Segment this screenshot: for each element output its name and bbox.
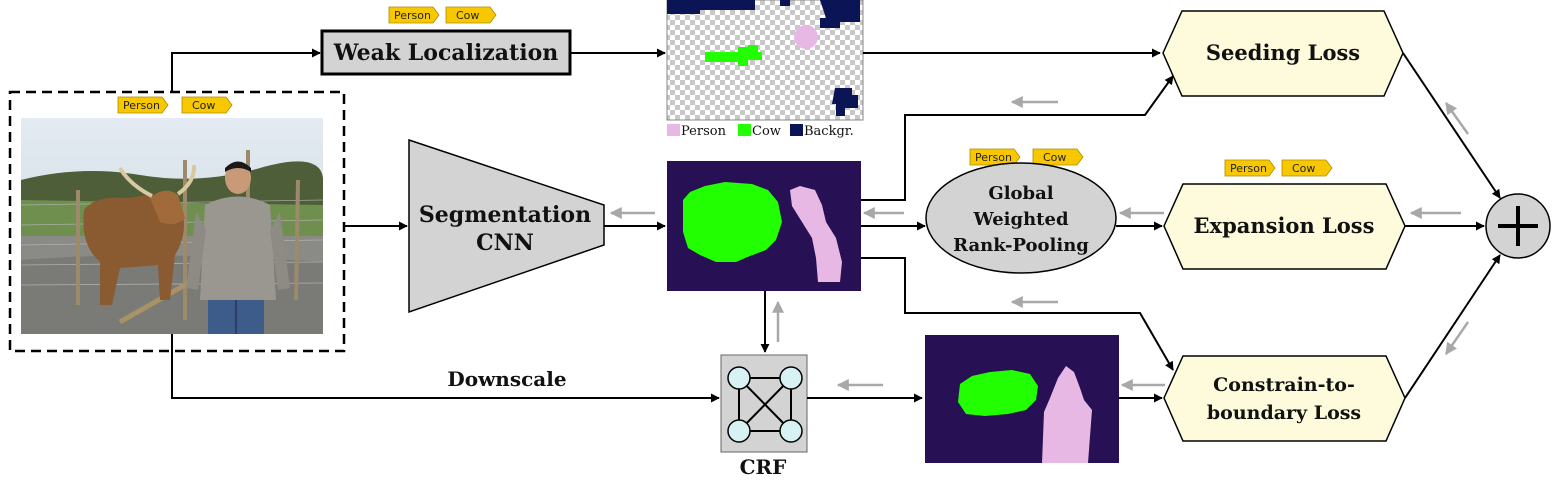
cow-figure <box>83 164 197 305</box>
global-pooling-label-2: Weighted <box>972 209 1068 230</box>
input-tag-cow: Cow <box>181 96 233 114</box>
segmentation-cnn-trapezoid <box>408 138 605 314</box>
svg-text:Cow: Cow <box>1043 151 1066 164</box>
crf-graph-icon <box>720 354 808 453</box>
input-image <box>20 118 324 334</box>
svg-text:Person: Person <box>681 124 727 139</box>
input-frame <box>8 90 346 353</box>
downscale-label: Downscale <box>447 367 566 391</box>
constrain-loss-hex <box>1163 355 1406 442</box>
constrain-loss-label-1: Constrain-to- <box>1213 374 1355 396</box>
pool-tag-person: Person <box>969 148 1021 166</box>
forward-arrows <box>171 48 1501 403</box>
global-pooling-ellipse <box>925 162 1117 274</box>
seed-map-legend: Person Cow Backgr. <box>667 124 854 139</box>
svg-text:Person: Person <box>1230 162 1267 175</box>
svg-text:Cow: Cow <box>1292 162 1315 175</box>
expansion-tag-cow: Cow <box>1281 159 1333 177</box>
svg-text:Person: Person <box>123 99 160 112</box>
seed-map <box>666 0 864 121</box>
tag-group-weakloc: Person Cow <box>388 6 497 24</box>
svg-text:Cow: Cow <box>456 9 479 22</box>
global-pooling-label-1: Global <box>988 183 1053 204</box>
segmentation-cnn-label-2: CNN <box>476 230 534 256</box>
sum-node <box>1485 193 1551 259</box>
seeding-loss-label: Seeding Loss <box>1206 40 1360 65</box>
expansion-loss-label: Expansion Loss <box>1194 213 1375 238</box>
crf-label: CRF <box>740 455 787 479</box>
weak-localization-box <box>320 29 572 76</box>
constrain-loss-label-2: boundary Loss <box>1207 402 1361 424</box>
segmentation-cnn-label-1: Segmentation <box>419 202 591 228</box>
global-pooling-label-3: Rank-Pooling <box>953 235 1089 256</box>
svg-text:Person: Person <box>975 151 1012 164</box>
gradient-arrows <box>609 96 1470 391</box>
svg-text:Cow: Cow <box>752 124 781 139</box>
weak-localization-label: Weak Localization <box>333 40 559 66</box>
pool-tag-cow: Cow <box>1032 148 1084 166</box>
segmentation-output <box>667 161 861 291</box>
svg-text:Backgr.: Backgr. <box>804 124 854 139</box>
weakloc-tag-person: Person <box>388 6 440 24</box>
expansion-tag-person: Person <box>1224 159 1276 177</box>
weakloc-tag-cow: Cow <box>445 6 497 24</box>
svg-text:Cow: Cow <box>192 99 215 112</box>
crf-output <box>925 335 1119 463</box>
pool-tags: Person Cow <box>969 148 1084 166</box>
input-tag-person: Person <box>117 96 169 114</box>
person-figure <box>186 161 290 334</box>
expansion-tags: Person Cow <box>1224 159 1333 177</box>
svg-text:Person: Person <box>394 9 431 22</box>
